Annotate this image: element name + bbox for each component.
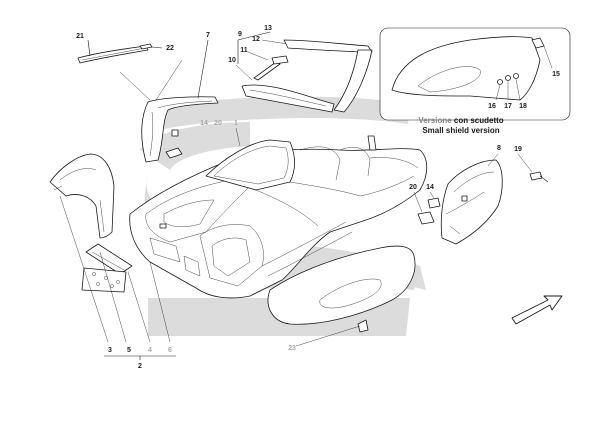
- part-body-shell-1[interactable]: [129, 135, 428, 299]
- callout-11: 11: [240, 47, 248, 54]
- callout-7: 7: [206, 32, 210, 39]
- part-quarter-panel-7[interactable]: [141, 96, 219, 163]
- callout-18: 18: [519, 103, 527, 110]
- part-front-fender-3[interactable]: [49, 153, 115, 239]
- callout-5: 5: [127, 347, 131, 354]
- callout-2: 2: [138, 363, 142, 370]
- part-clip-22[interactable]: [139, 43, 163, 50]
- callout-12: 12: [252, 36, 260, 43]
- callout-13: 13: [264, 25, 272, 32]
- part-bracket-12[interactable]: [271, 55, 289, 65]
- inset-panel: 15 16 17 18: [379, 27, 571, 121]
- part-underbody-23[interactable]: [267, 245, 416, 333]
- callout-8: 8: [497, 145, 501, 152]
- part-panel-5[interactable]: [85, 243, 133, 275]
- callout-21: 21: [76, 33, 84, 40]
- callout-17: 17: [504, 103, 512, 110]
- callout-10: 10: [228, 57, 236, 64]
- part-bolt-19[interactable]: [529, 171, 549, 183]
- callout-19: 19: [514, 146, 522, 153]
- callout-9: 9: [238, 31, 242, 38]
- direction-arrow-icon: [511, 295, 563, 325]
- callout-6: 6: [168, 347, 172, 354]
- callout-14-left: 14: [200, 120, 208, 127]
- callout-20-left: 20: [214, 120, 222, 127]
- part-clip-14-right[interactable]: [427, 197, 441, 209]
- callout-1: 1: [234, 120, 238, 127]
- part-pad-20-right[interactable]: [417, 211, 435, 225]
- callout-23: 23: [288, 345, 296, 352]
- callout-22: 22: [166, 45, 174, 52]
- part-pad-20-left[interactable]: [165, 147, 183, 159]
- part-frame-10[interactable]: [241, 84, 335, 113]
- callout-14-right: 14: [426, 184, 434, 191]
- part-rollbar-cover-13[interactable]: [283, 39, 373, 113]
- inset-caption-line1: Versione con scudetto: [418, 116, 503, 125]
- callout-4: 4: [148, 347, 152, 354]
- part-rear-panel-8[interactable]: [440, 159, 503, 245]
- part-strip-21[interactable]: [77, 45, 149, 64]
- part-trim-11[interactable]: [253, 61, 281, 81]
- inset-caption-line2: Small shield version: [422, 126, 499, 135]
- callout-3: 3: [108, 347, 112, 354]
- part-grille-4[interactable]: [81, 267, 127, 293]
- part-screws-16-18[interactable]: [497, 73, 519, 85]
- callout-16: 16: [488, 103, 496, 110]
- callout-20-right: 20: [409, 184, 417, 191]
- callout-15: 15: [552, 71, 560, 78]
